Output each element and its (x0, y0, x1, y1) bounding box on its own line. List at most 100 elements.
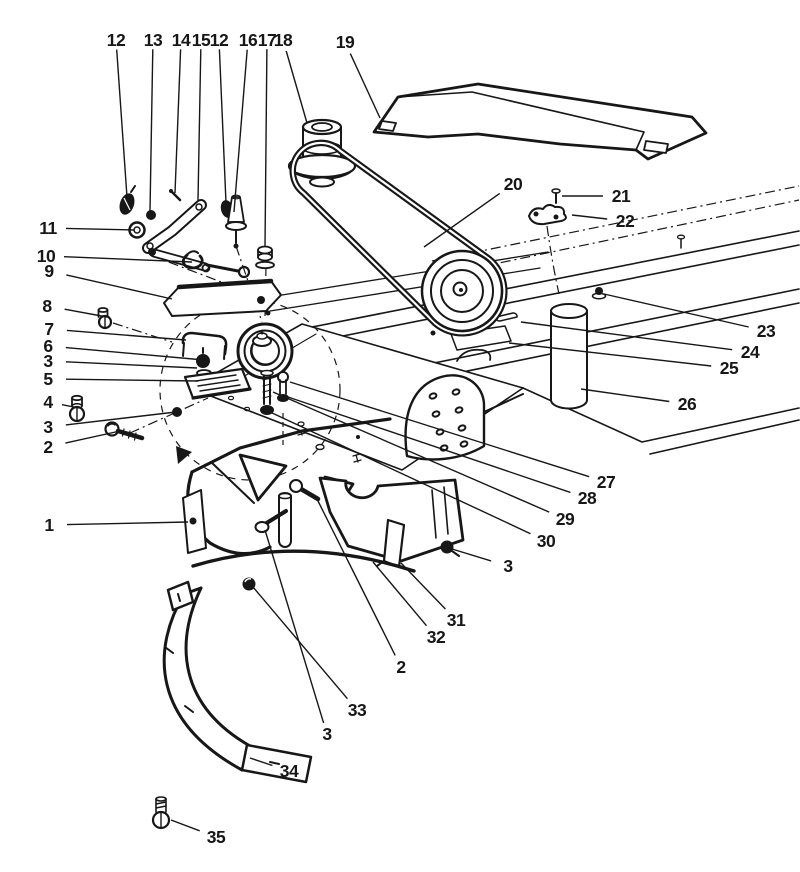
cover-plate-edge (176, 278, 274, 290)
callout-28-leader (287, 396, 571, 494)
deck-hole (315, 443, 325, 451)
spacer-spindle (227, 196, 245, 223)
spacer-bolt-top (97, 307, 109, 313)
short-bolt-shaft (279, 379, 287, 395)
deflector-slots (164, 593, 280, 765)
callout-14-label: 14 (172, 30, 191, 50)
callout-15-leader (197, 49, 202, 201)
callout-34-label: 34 (280, 761, 299, 781)
spindle-center (260, 331, 264, 335)
belt-guide-hardware (528, 188, 567, 226)
engine-pulley-center (459, 288, 463, 292)
flat-washer (255, 260, 275, 270)
deflector-inner-edge (184, 586, 252, 748)
side-wall-slots (431, 486, 449, 539)
callout-13-label: 13 (144, 30, 163, 50)
callout-3-label: 3 (503, 556, 513, 576)
hex-bolt-shaft (115, 428, 145, 441)
frame-cross-member (649, 419, 800, 455)
cap-nut-stem (451, 550, 460, 557)
left-hardware (68, 307, 192, 464)
idler-cluster (119, 185, 282, 400)
carriage-bolt-shaft (263, 509, 288, 526)
belt-groove (291, 141, 506, 335)
assembly-axis (112, 322, 173, 343)
belt-cover (372, 82, 708, 161)
bolt-threads (155, 798, 167, 813)
callout-5-leader (65, 378, 199, 382)
callout-23-leader (603, 293, 749, 328)
chute-fold (210, 461, 255, 504)
frame-hidden-line (431, 185, 800, 262)
callout-3-leader (65, 361, 198, 369)
lock-nut-top (257, 245, 273, 255)
spring-hook (130, 185, 136, 193)
idler-link-face (151, 250, 208, 270)
long-bolt-threads (262, 377, 272, 399)
callout-31-leader (400, 562, 446, 610)
spring-hook-link (182, 253, 204, 270)
grommet-highlight (244, 578, 252, 583)
cover-fold (397, 91, 645, 151)
callout-34-leader (249, 757, 273, 767)
callout-26-leader (580, 388, 670, 403)
callout-11-leader (65, 227, 135, 231)
callout-20-label: 20 (504, 174, 523, 194)
callout-32-label: 32 (427, 627, 446, 647)
callout-1-leader (66, 521, 189, 526)
slotted-plate-edge (191, 387, 252, 400)
deck-hole (227, 395, 235, 401)
deflector-outer-edge (162, 592, 244, 772)
callout-4-label: 4 (43, 392, 53, 412)
callout-27-label: 27 (597, 472, 615, 492)
cover-plate-hole (257, 296, 265, 304)
long-bolt-shaft (263, 373, 271, 405)
shoulder-bolt (151, 796, 171, 830)
frame-edge (281, 251, 549, 296)
clevis-pin (278, 492, 292, 548)
callout-25-leader (508, 342, 712, 367)
callout-13-leader (149, 49, 154, 212)
callout-31-label: 31 (447, 610, 466, 630)
chute-baffle (238, 453, 288, 502)
callout-16-label: 16 (239, 30, 258, 50)
tube-top (550, 303, 588, 319)
callout-21-label: 21 (612, 186, 631, 206)
cotter-pin-head (169, 189, 173, 193)
clamp-hole (553, 214, 559, 220)
callout-17-leader (264, 49, 268, 248)
callout-17-label: 17 (258, 30, 276, 50)
pointer-wedge (176, 446, 192, 464)
shoulder-screw-top (71, 394, 83, 402)
callout-29-leader (272, 391, 550, 513)
weld-mark (352, 453, 362, 463)
spindle-pulley (236, 322, 294, 380)
housing-dome (404, 374, 524, 461)
callout-7-label: 7 (44, 319, 53, 339)
callout-22-label: 22 (616, 211, 635, 231)
spring-coil-highlight (123, 197, 131, 211)
deck-hole (243, 406, 251, 412)
callout-29-label: 29 (556, 509, 575, 529)
callout-3-leader (65, 411, 177, 426)
callout-3-leader (264, 529, 325, 724)
callout-3-leader (451, 548, 492, 562)
cover-notch (378, 120, 397, 132)
callout-7-leader (66, 329, 187, 341)
cover-tab (643, 140, 669, 154)
deflector-ends (182, 586, 252, 772)
callout-4-leader (61, 404, 80, 409)
callout-2-leader (65, 430, 121, 444)
callout-28-label: 28 (578, 488, 597, 508)
callout-15-label: 15 (192, 30, 211, 50)
callout-27-leader (289, 381, 590, 478)
callout-16-leader (233, 49, 248, 213)
housing-reference-circle (159, 299, 341, 481)
tube-body (551, 311, 587, 400)
callout-30-label: 30 (537, 531, 556, 551)
cotter-pin (170, 190, 182, 202)
bottom-hardware (242, 479, 460, 591)
spring-hook-curl (186, 250, 199, 256)
